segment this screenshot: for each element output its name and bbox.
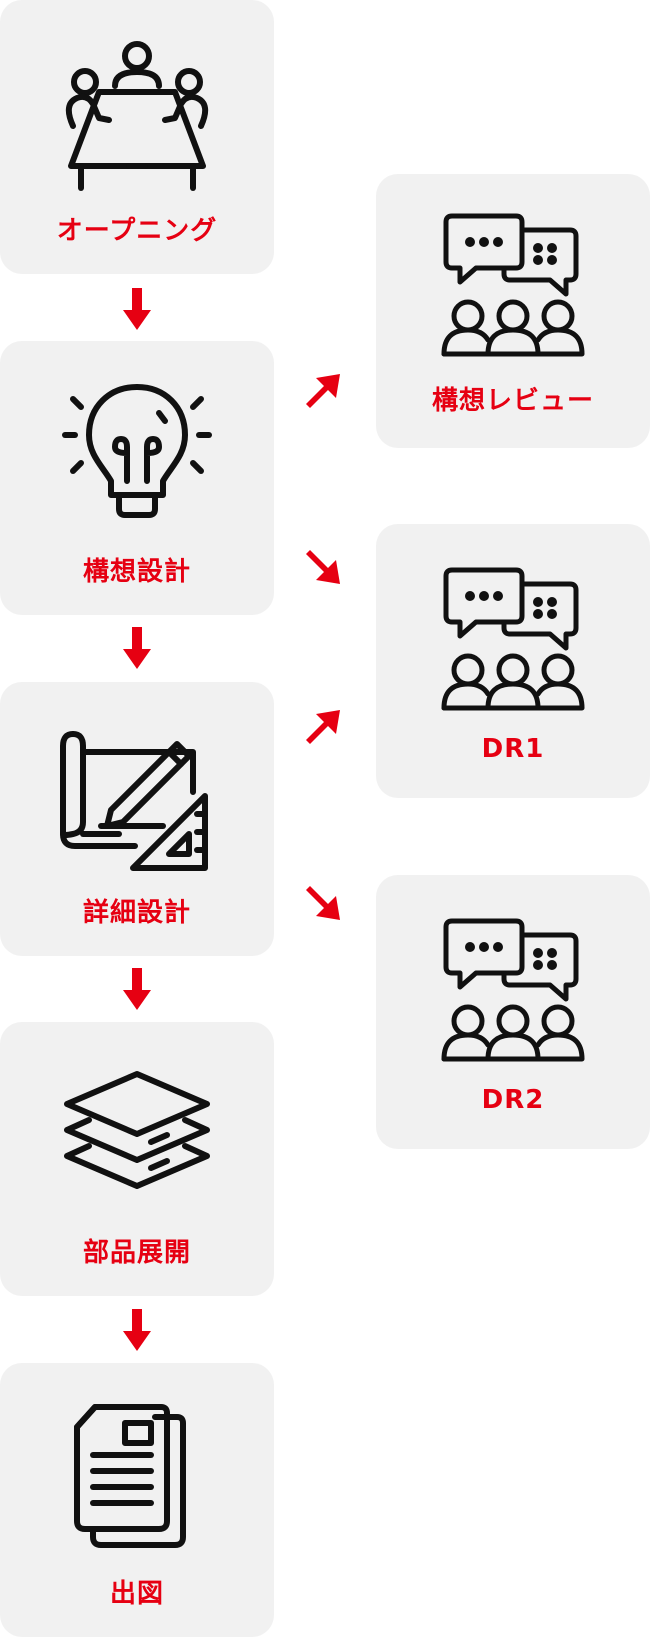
layers-icon xyxy=(0,1062,274,1202)
arrow-down-icon xyxy=(123,288,151,330)
arrow-down-icon xyxy=(123,968,151,1010)
arrow-down-icon xyxy=(123,627,151,669)
step-card-concept-design: 構想設計 xyxy=(0,341,274,615)
review-card-dr1: DR1 xyxy=(376,524,650,798)
arrow-up-right-icon xyxy=(306,710,340,744)
review-card-concept-review: 構想レビュー xyxy=(376,174,650,448)
meeting-table-icon xyxy=(0,38,274,194)
group-discussion-icon xyxy=(376,564,650,714)
step-label: 構想設計 xyxy=(82,557,191,587)
arrow-up-right-icon xyxy=(306,374,340,408)
blueprint-drafting-icon xyxy=(0,722,274,878)
arrow-down-icon xyxy=(123,1309,151,1351)
step-card-opening: オープニング xyxy=(0,0,274,274)
step-label: オープニング xyxy=(56,216,218,246)
group-discussion-icon xyxy=(376,915,650,1065)
step-card-parts-breakdown: 部品展開 xyxy=(0,1022,274,1296)
arrow-down-right-icon xyxy=(306,550,340,584)
step-label: 出図 xyxy=(109,1579,164,1609)
step-card-drawing-issue: 出図 xyxy=(0,1363,274,1637)
review-label: DR1 xyxy=(481,734,545,764)
step-card-detailed-design: 詳細設計 xyxy=(0,682,274,956)
arrow-down-right-icon xyxy=(306,886,340,920)
group-discussion-icon xyxy=(376,210,650,360)
lightbulb-icon xyxy=(0,377,274,533)
documents-icon xyxy=(0,1403,274,1559)
review-label: 構想レビュー xyxy=(431,386,594,416)
review-card-dr2: DR2 xyxy=(376,875,650,1149)
step-label: 部品展開 xyxy=(82,1238,191,1268)
step-label: 詳細設計 xyxy=(82,898,191,928)
review-label: DR2 xyxy=(481,1085,545,1115)
